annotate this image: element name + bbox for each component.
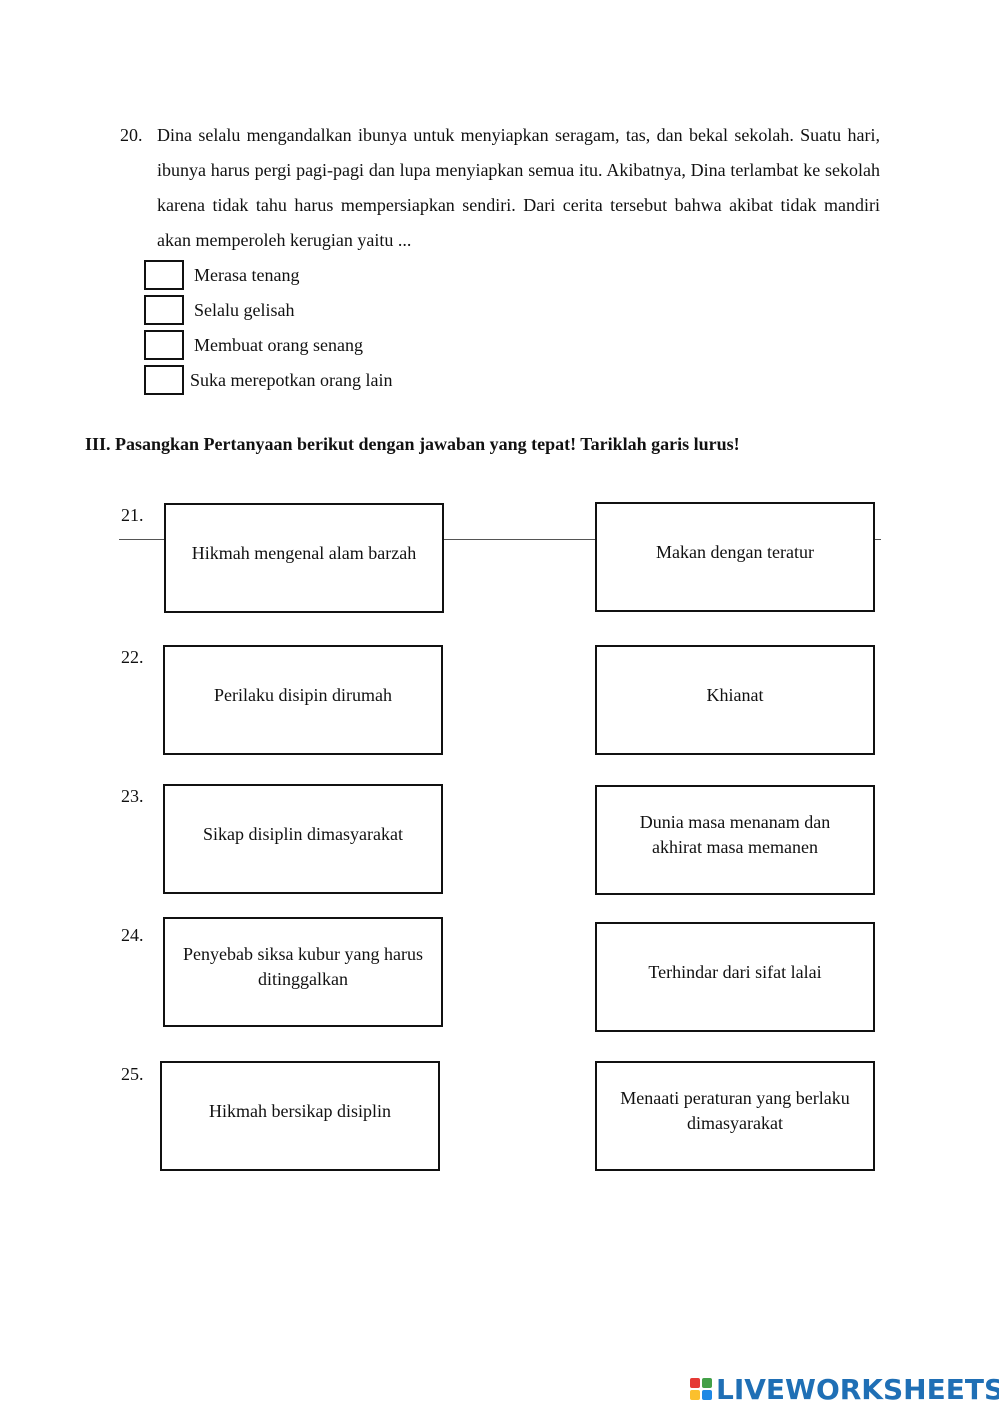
option-c[interactable]: Membuat orang senang bbox=[144, 329, 363, 361]
question-text: Dina selalu mengandalkan ibunya untuk me… bbox=[157, 125, 880, 250]
option-label: Suka merepotkan orang lain bbox=[190, 369, 393, 390]
answer-card-3[interactable]: Dunia masa menanam dan akhirat masa mema… bbox=[595, 785, 875, 895]
answer-card-1[interactable]: Makan dengan teratur bbox=[595, 502, 875, 612]
answer-card-text: Terhindar dari sifat lalai bbox=[648, 961, 822, 982]
question-card-text: Hikmah mengenal alam barzah bbox=[191, 542, 417, 563]
option-b[interactable]: Selalu gelisah bbox=[144, 294, 294, 326]
question-number: 20. bbox=[120, 125, 143, 145]
option-d[interactable]: Suka merepotkan orang lain bbox=[144, 364, 392, 396]
answer-card-text: Khianat bbox=[706, 684, 764, 705]
liveworksheets-logo: LIVEWORKSHEETS bbox=[690, 1372, 999, 1406]
option-checkbox[interactable] bbox=[144, 295, 184, 325]
answer-card-4[interactable]: Terhindar dari sifat lalai bbox=[595, 922, 875, 1032]
question-20: 20. Dina selalu mengandalkan ibunya untu… bbox=[120, 118, 880, 258]
answer-card-text: Dunia masa menanam dan akhirat masa mema… bbox=[639, 812, 831, 857]
option-label: Selalu gelisah bbox=[194, 299, 295, 320]
option-label: Membuat orang senang bbox=[194, 334, 363, 355]
logo-block bbox=[690, 1390, 700, 1400]
question-card-text: Sikap disiplin dimasyarakat bbox=[203, 823, 403, 844]
question-card-text: Hikmah bersikap disiplin bbox=[209, 1100, 391, 1121]
logo-block bbox=[690, 1378, 700, 1388]
option-label: Merasa tenang bbox=[194, 264, 300, 285]
item-number-23: 23. bbox=[121, 786, 144, 806]
question-card-23[interactable]: Sikap disiplin dimasyarakat bbox=[163, 784, 443, 894]
answer-card-2[interactable]: Khianat bbox=[595, 645, 875, 755]
item-number-22: 22. bbox=[121, 647, 144, 667]
logo-blocks-icon bbox=[690, 1378, 712, 1400]
question-card-22[interactable]: Perilaku disipin dirumah bbox=[163, 645, 443, 755]
answer-card-text: Menaati peraturan yang berlaku dimasyara… bbox=[620, 1088, 850, 1133]
answer-card-text: Makan dengan teratur bbox=[656, 541, 814, 562]
question-card-text: Perilaku disipin dirumah bbox=[214, 684, 392, 705]
item-number-24: 24. bbox=[121, 925, 144, 945]
section-heading: III. Pasangkan Pertanyaan berikut dengan… bbox=[85, 434, 740, 454]
logo-text: LIVEWORKSHEETS bbox=[716, 1372, 999, 1406]
answer-card-5[interactable]: Menaati peraturan yang berlaku dimasyara… bbox=[595, 1061, 875, 1171]
option-a[interactable]: Merasa tenang bbox=[144, 259, 299, 291]
option-checkbox[interactable] bbox=[144, 260, 184, 290]
option-checkbox[interactable] bbox=[144, 330, 184, 360]
question-card-24[interactable]: Penyebab siksa kubur yang harus ditingga… bbox=[163, 917, 443, 1027]
divider-line bbox=[119, 539, 881, 540]
item-number-21: 21. bbox=[121, 505, 144, 525]
option-checkbox[interactable] bbox=[144, 365, 184, 395]
question-card-21[interactable]: Hikmah mengenal alam barzah bbox=[164, 503, 444, 613]
item-number-25: 25. bbox=[121, 1064, 144, 1084]
logo-block bbox=[702, 1378, 712, 1388]
question-card-25[interactable]: Hikmah bersikap disiplin bbox=[160, 1061, 440, 1171]
logo-block bbox=[702, 1390, 712, 1400]
question-card-text: Penyebab siksa kubur yang harus ditingga… bbox=[183, 944, 423, 989]
